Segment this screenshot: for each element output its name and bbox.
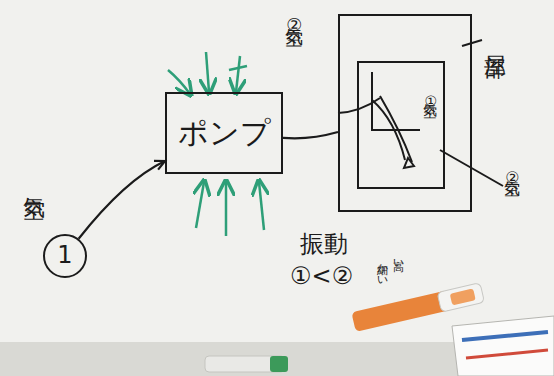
pressure-arrow: [225, 182, 228, 236]
pressure-arrow: [196, 182, 204, 228]
air-label: 空気①: [423, 93, 438, 109]
green-marker: [205, 356, 288, 372]
vibration-label: 振動: [300, 232, 348, 257]
sketch-line: [338, 98, 380, 113]
book-stripe: [466, 350, 548, 358]
connector: [283, 132, 338, 138]
connector-line: [79, 161, 165, 239]
marker-band: [450, 288, 476, 305]
callout-number: 1: [57, 243, 72, 268]
sketch-line: [372, 72, 420, 130]
book-stripe: [462, 332, 548, 340]
comparison: ①<②: [290, 264, 353, 289]
inner-sketch: [338, 72, 420, 168]
leader-line: [462, 40, 482, 46]
note: 細かい: [376, 256, 388, 282]
marker-cap: [437, 283, 484, 312]
connector: [79, 161, 165, 239]
note: 高い: [392, 252, 404, 265]
pressure-arrow: [259, 182, 264, 230]
pump-box: ポンプ: [165, 92, 283, 174]
pressure-arrow: [236, 56, 240, 92]
arrow-stroke: [229, 66, 247, 70]
book-cover: [452, 316, 554, 376]
pressure-arrow: [206, 52, 209, 92]
connector-label: 空気②: [284, 14, 303, 35]
pump-label: ポンプ: [178, 117, 271, 149]
tank-box: 空気①: [357, 61, 445, 189]
air-label: 空気②: [503, 168, 520, 187]
room-box: 部屋空気①: [338, 14, 472, 212]
sketch-line: [404, 158, 414, 168]
book-corner: [452, 316, 554, 376]
pressure-arrow: [168, 70, 190, 94]
connector-line: [283, 132, 338, 138]
arrow-head: [154, 161, 165, 170]
sketch-line: [380, 96, 412, 162]
marker-cap: [270, 356, 288, 372]
callout-circle: 空気1: [43, 234, 87, 278]
